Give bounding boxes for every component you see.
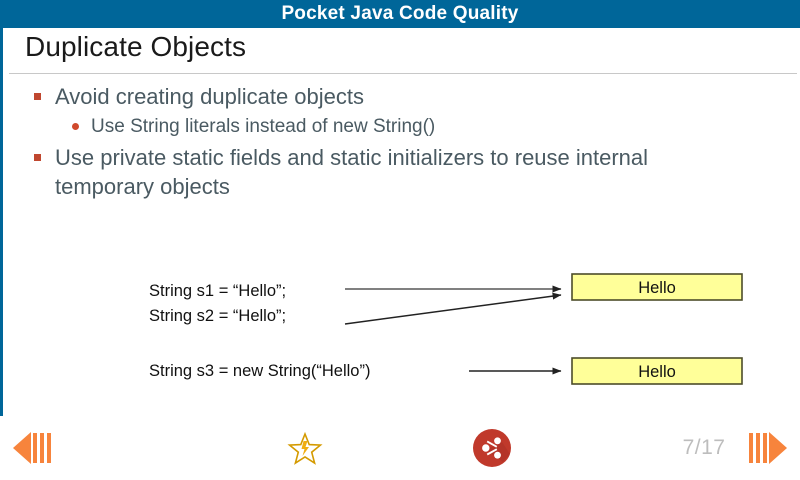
code-line-s2: String s2 = “Hello”;: [149, 307, 286, 325]
app-title: Pocket Java Code Quality: [281, 3, 519, 24]
box-label: Hello: [638, 363, 676, 381]
share-icon: [473, 429, 511, 467]
code-line-s1: String s1 = “Hello”;: [149, 282, 286, 300]
slide-bullet-list: Avoid creating duplicate objects Use Str…: [3, 82, 793, 203]
star-icon: [287, 431, 323, 465]
string-pool-box: Hello: [571, 273, 743, 301]
favorite-button[interactable]: [273, 416, 337, 480]
bottom-toolbar: 7/17: [0, 416, 800, 480]
share-button[interactable]: [460, 416, 524, 480]
box-rect: [571, 273, 743, 301]
square-bullet-icon: [34, 154, 41, 161]
diagram-svg: String s1 = “Hello”; String s2 = “Hello”…: [149, 273, 743, 385]
round-bullet-icon: [72, 123, 79, 130]
page-counter-group: 7/17: [676, 416, 732, 480]
bullet-item: Use String literals instead of new Strin…: [3, 113, 793, 140]
arrow-s2-to-pool: [344, 292, 562, 325]
bullet-text: Avoid creating duplicate objects: [55, 84, 365, 109]
previous-slide-button[interactable]: [2, 416, 66, 480]
app-title-bar: Pocket Java Code Quality: [0, 0, 800, 28]
bullet-text: Use private static fields and static ini…: [55, 145, 649, 199]
previous-arrow-icon: [13, 432, 51, 464]
bullet-item: Avoid creating duplicate objects: [3, 82, 793, 111]
title-divider: [9, 73, 797, 74]
square-bullet-icon: [34, 93, 41, 100]
bullet-text: Use String literals instead of new Strin…: [91, 116, 436, 137]
slide-canvas: Duplicate Objects Avoid creating duplica…: [0, 28, 800, 416]
code-line-s3: String s3 = new String(“Hello”): [149, 362, 370, 380]
next-slide-button[interactable]: [734, 416, 798, 480]
box-label: Hello: [638, 279, 676, 297]
bullet-item: Use private static fields and static ini…: [3, 143, 793, 201]
page-counter: 7/17: [682, 436, 726, 459]
slide-title: Duplicate Objects: [25, 31, 247, 62]
heap-object-box: Hello: [571, 357, 743, 385]
string-reference-diagram: String s1 = “Hello”; String s2 = “Hello”…: [3, 216, 800, 396]
next-arrow-icon: [749, 432, 787, 464]
box-rect: [571, 357, 743, 385]
